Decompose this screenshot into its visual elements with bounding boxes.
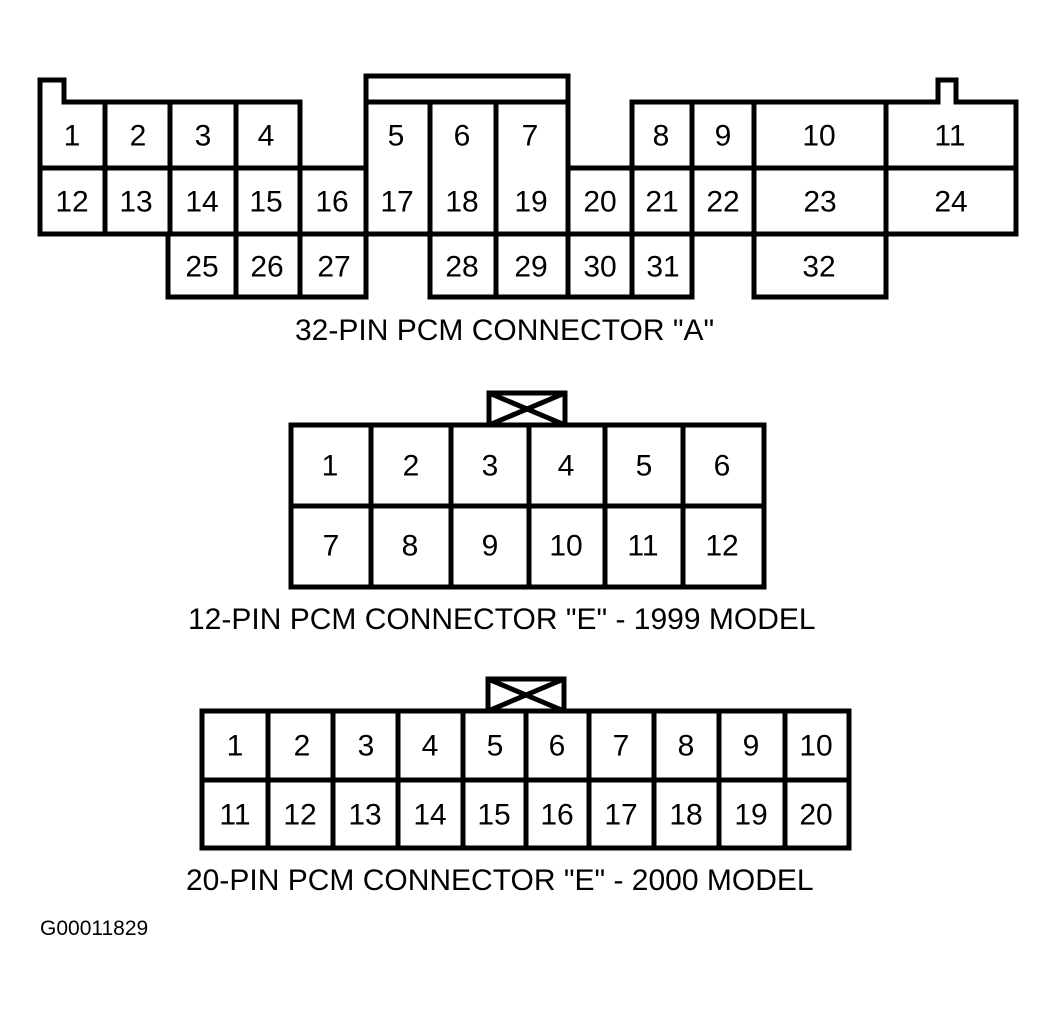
pin-a-3: 3 <box>195 120 212 153</box>
pin-e1999-5: 5 <box>636 450 653 483</box>
pin-e2000-12: 12 <box>283 799 316 832</box>
pin-a-17: 17 <box>380 186 413 219</box>
pin-a-6: 6 <box>454 120 471 153</box>
pin-a-12: 12 <box>55 186 88 219</box>
pin-a-13: 13 <box>119 186 152 219</box>
pin-e1999-1: 1 <box>322 450 339 483</box>
pin-a-24: 24 <box>934 186 967 219</box>
pin-a-4: 4 <box>258 120 275 153</box>
pin-e1999-11: 11 <box>627 530 658 563</box>
connector-a-caption: 32-PIN PCM CONNECTOR "A" <box>295 314 715 347</box>
pin-e2000-18: 18 <box>669 799 702 832</box>
connector-e-2000 <box>199 676 852 851</box>
pin-e2000-6: 6 <box>549 730 566 763</box>
pin-a-16: 16 <box>315 186 348 219</box>
pin-a-26: 26 <box>250 251 283 284</box>
pin-a-23: 23 <box>803 186 836 219</box>
pin-a-14: 14 <box>185 186 218 219</box>
pin-e2000-14: 14 <box>413 799 446 832</box>
pin-a-25: 25 <box>185 251 218 284</box>
pin-e2000-11: 11 <box>219 799 250 832</box>
pin-e2000-4: 4 <box>422 730 439 763</box>
pin-a-32: 32 <box>802 251 835 284</box>
pin-e2000-1: 1 <box>227 730 244 763</box>
pin-a-8: 8 <box>653 120 670 153</box>
pin-a-1: 1 <box>64 120 81 153</box>
pin-a-30: 30 <box>583 251 616 284</box>
pin-e2000-5: 5 <box>487 730 504 763</box>
pin-a-10: 10 <box>802 120 835 153</box>
pin-e2000-17: 17 <box>604 799 637 832</box>
pin-e1999-3: 3 <box>482 450 499 483</box>
connector-e-2000-caption: 20-PIN PCM CONNECTOR "E" - 2000 MODEL <box>186 864 814 897</box>
figure-id: G00011829 <box>40 917 149 940</box>
pin-e2000-3: 3 <box>358 730 375 763</box>
pin-e1999-7: 7 <box>323 530 340 563</box>
pin-a-20: 20 <box>583 186 616 219</box>
connector-a <box>37 73 1019 300</box>
connector-e-1999 <box>288 390 767 590</box>
pin-e2000-19: 19 <box>734 799 767 832</box>
pin-a-29: 29 <box>514 251 547 284</box>
pin-e2000-13: 13 <box>348 799 381 832</box>
pin-a-5: 5 <box>388 120 405 153</box>
pin-e1999-10: 10 <box>549 530 582 563</box>
pin-e2000-15: 15 <box>477 799 510 832</box>
pin-a-9: 9 <box>715 120 732 153</box>
pin-a-7: 7 <box>522 120 539 153</box>
pin-e1999-4: 4 <box>558 450 575 483</box>
pin-a-11: 11 <box>934 120 965 153</box>
pin-a-2: 2 <box>130 120 147 153</box>
pin-e2000-10: 10 <box>799 730 832 763</box>
pin-a-22: 22 <box>706 186 739 219</box>
pin-e2000-2: 2 <box>294 730 311 763</box>
pin-a-21: 21 <box>645 186 678 219</box>
pin-e1999-2: 2 <box>403 450 420 483</box>
pin-a-31: 31 <box>646 251 679 284</box>
pin-e2000-8: 8 <box>678 730 695 763</box>
pin-a-27: 27 <box>317 251 350 284</box>
pin-e1999-9: 9 <box>482 530 499 563</box>
pin-e1999-12: 12 <box>705 530 738 563</box>
connector-e-1999-caption: 12-PIN PCM CONNECTOR "E" - 1999 MODEL <box>188 603 816 636</box>
pin-a-15: 15 <box>249 186 282 219</box>
pin-e1999-6: 6 <box>714 450 731 483</box>
pin-e2000-9: 9 <box>743 730 760 763</box>
pin-a-19: 19 <box>514 186 547 219</box>
pin-a-18: 18 <box>445 186 478 219</box>
pin-e1999-8: 8 <box>402 530 419 563</box>
pin-e2000-7: 7 <box>613 730 630 763</box>
pin-e2000-16: 16 <box>540 799 573 832</box>
pin-a-28: 28 <box>445 251 478 284</box>
pin-e2000-20: 20 <box>799 799 832 832</box>
